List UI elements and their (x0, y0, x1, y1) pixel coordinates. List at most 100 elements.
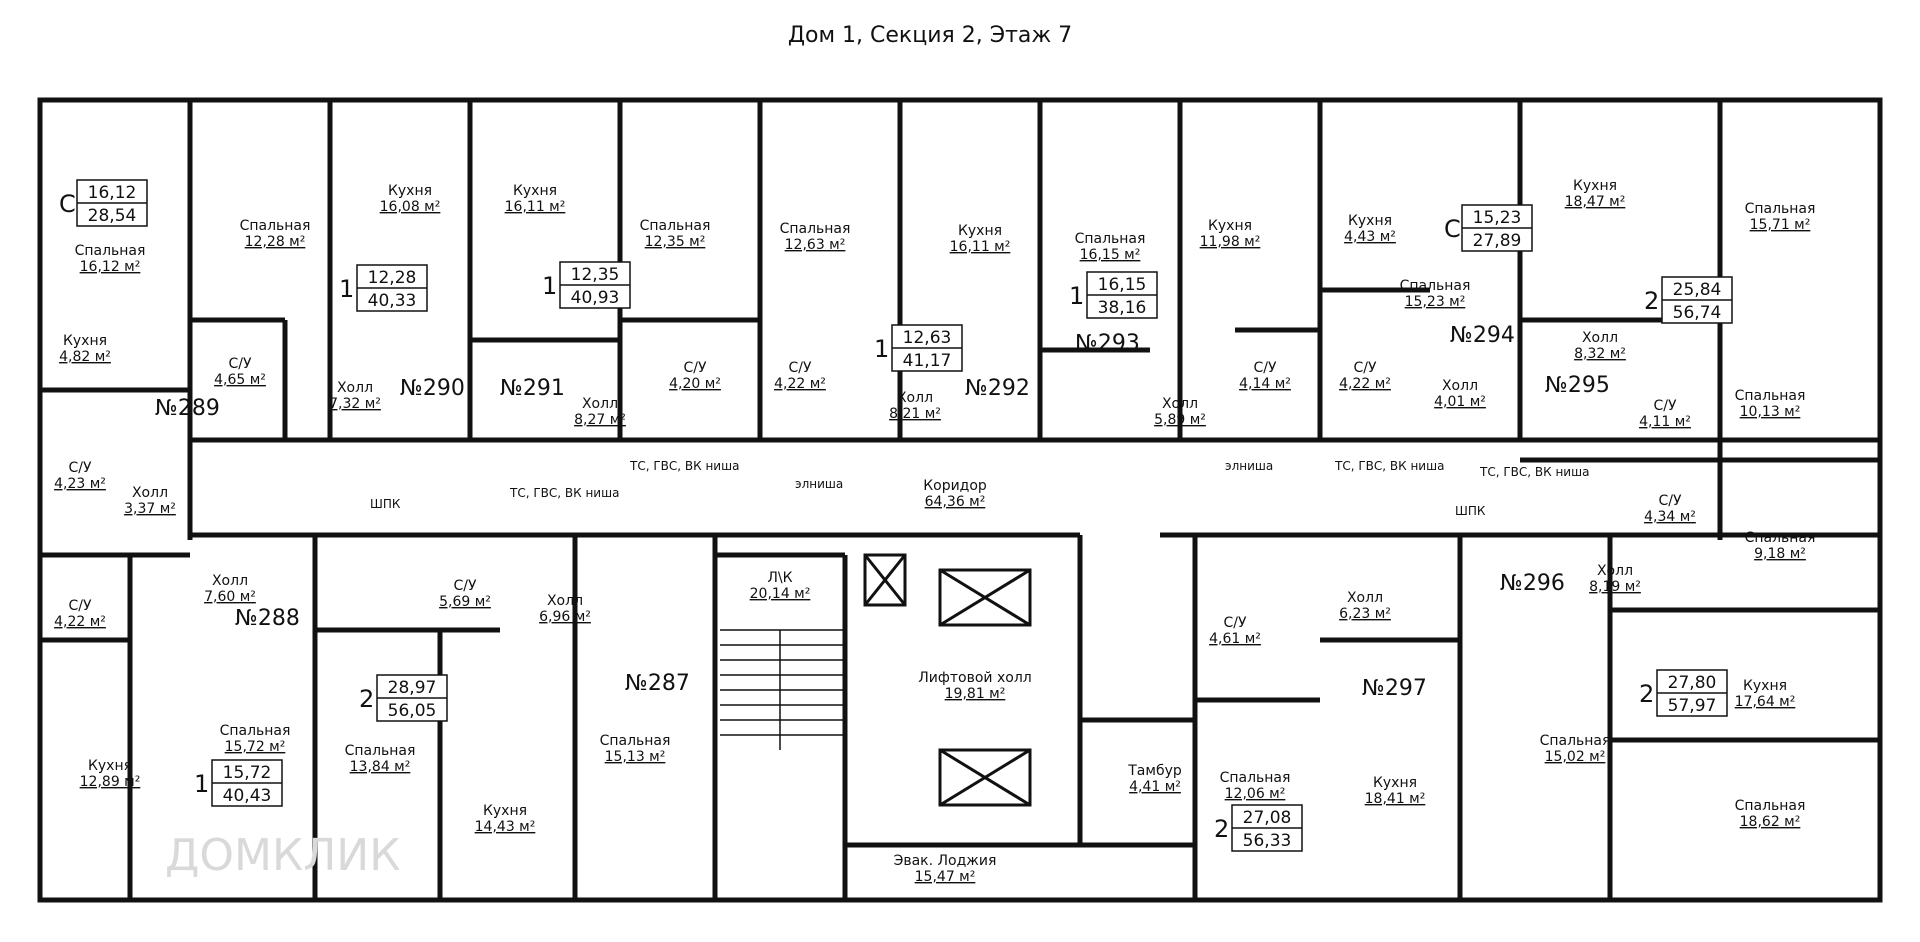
room-area: 4,61 м² (1209, 631, 1261, 647)
apartment-label: №296 (1500, 571, 1565, 596)
apartment-label: №288 (235, 606, 300, 631)
summary-total: 41,17 (903, 351, 952, 371)
summary-rooms: 2 (1639, 680, 1654, 708)
room-area: 3,37 м² (124, 501, 176, 517)
annotation: ШПК (370, 497, 401, 511)
room-area: 4,43 м² (1344, 229, 1396, 245)
apartment-labels: №289 №290 №291 №292 №293 №294 №295 №296 … (155, 323, 1610, 701)
room-name: Кухня (483, 803, 527, 819)
room-area: 64,36 м² (925, 494, 986, 510)
room-name: С/У (68, 598, 91, 614)
room-area: 4,20 м² (669, 376, 721, 392)
room-name: Холл (897, 390, 933, 406)
room-name: С/У (68, 460, 91, 476)
room-area: 7,32 м² (329, 396, 381, 412)
room-area: 4,11 м² (1639, 414, 1691, 430)
room-area: 13,84 м² (350, 759, 411, 775)
room-area: 18,62 м² (1740, 814, 1801, 830)
summary-living: 16,15 (1098, 275, 1147, 295)
room-area: 4,01 м² (1434, 394, 1486, 410)
apartment-label: №289 (155, 396, 220, 421)
summary-total: 40,93 (571, 288, 620, 308)
apartment-summary: 1 12,35 40,93 (542, 261, 631, 309)
room-area: 4,22 м² (1339, 376, 1391, 392)
summary-rooms: 1 (542, 272, 557, 300)
room-name: Спальная (345, 743, 416, 759)
watermark: ДОМКЛИК (165, 830, 400, 881)
room-area: 10,13 м² (1740, 404, 1801, 420)
room-area: 17,64 м² (1735, 694, 1796, 710)
room-area: 5,69 м² (439, 594, 491, 610)
room-name: Кухня (513, 183, 557, 199)
room-name: Кухня (88, 758, 132, 774)
apartment-label: №290 (400, 376, 465, 401)
apartment-label: №292 (965, 376, 1030, 401)
room-name: Кухня (388, 183, 432, 199)
apartment-label: №293 (1075, 331, 1140, 356)
annotation: ТС, ГВС, ВК ниша (1479, 465, 1589, 479)
room-name: Холл (1162, 396, 1198, 412)
room-name: С/У (1353, 360, 1376, 376)
annotation: ШПК (1455, 504, 1486, 518)
room-area: 15,72 м² (225, 739, 286, 755)
room-area: 16,08 м² (380, 199, 441, 215)
room-area: 12,06 м² (1225, 786, 1286, 802)
summary-rooms: С (59, 190, 76, 218)
summary-living: 15,72 (223, 763, 272, 783)
room-name: С/У (228, 356, 251, 372)
room-name: Спальная (780, 221, 851, 237)
room-name: Холл (337, 380, 373, 396)
room-area: 8,27 м² (574, 412, 626, 428)
summary-total: 56,33 (1243, 831, 1292, 851)
room-area: 4,41 м² (1129, 779, 1181, 795)
room-name: Кухня (1573, 178, 1617, 194)
summary-rooms: 2 (1214, 815, 1229, 843)
staircase (720, 629, 845, 750)
annotation: элниша (795, 477, 843, 491)
summary-rooms: 1 (339, 275, 354, 303)
room-area: 14,43 м² (475, 819, 536, 835)
summary-rooms: 2 (1644, 287, 1659, 315)
room-name: Спальная (640, 218, 711, 234)
room-area: 8,32 м² (1574, 346, 1626, 362)
summary-total: 28,54 (88, 206, 137, 226)
room-area: 4,22 м² (774, 376, 826, 392)
summary-rooms: 2 (359, 685, 374, 713)
room-area: 4,14 м² (1239, 376, 1291, 392)
room-name: Эвак. Лоджия (894, 853, 997, 869)
room-area: 6,96 м² (539, 609, 591, 625)
room-name: С/У (1653, 398, 1676, 414)
room-name: Спальная (1735, 798, 1806, 814)
room-name: Холл (1347, 590, 1383, 606)
room-name: С/У (683, 360, 706, 376)
summary-rooms: 1 (874, 335, 889, 363)
room-area: 12,28 м² (245, 234, 306, 250)
room-area: 4,22 м² (54, 614, 106, 630)
summary-total: 27,89 (1473, 231, 1522, 251)
room-name: Кухня (1208, 218, 1252, 234)
summary-living: 12,35 (571, 265, 620, 285)
room-area: 8,21 м² (889, 406, 941, 422)
room-area: 16,12 м² (80, 259, 141, 275)
room-name: Спальная (75, 243, 146, 259)
room-area: 15,47 м² (915, 869, 976, 885)
annotation: ТС, ГВС, ВК ниша (1334, 459, 1444, 473)
annotation: элниша (1225, 459, 1273, 473)
summary-living: 25,84 (1673, 280, 1722, 300)
room-area: 12,63 м² (785, 237, 846, 253)
annotations: ТС, ГВС, ВК ниша элниша элниша ТС, ГВС, … (370, 459, 1589, 518)
room-area: 15,71 м² (1750, 217, 1811, 233)
room-area: 4,23 м² (54, 476, 106, 492)
room-area: 16,11 м² (505, 199, 566, 215)
room-area: 12,89 м² (80, 774, 141, 790)
room-name: Спальная (1745, 530, 1816, 546)
room-area: 18,47 м² (1565, 194, 1626, 210)
room-name: С/У (788, 360, 811, 376)
